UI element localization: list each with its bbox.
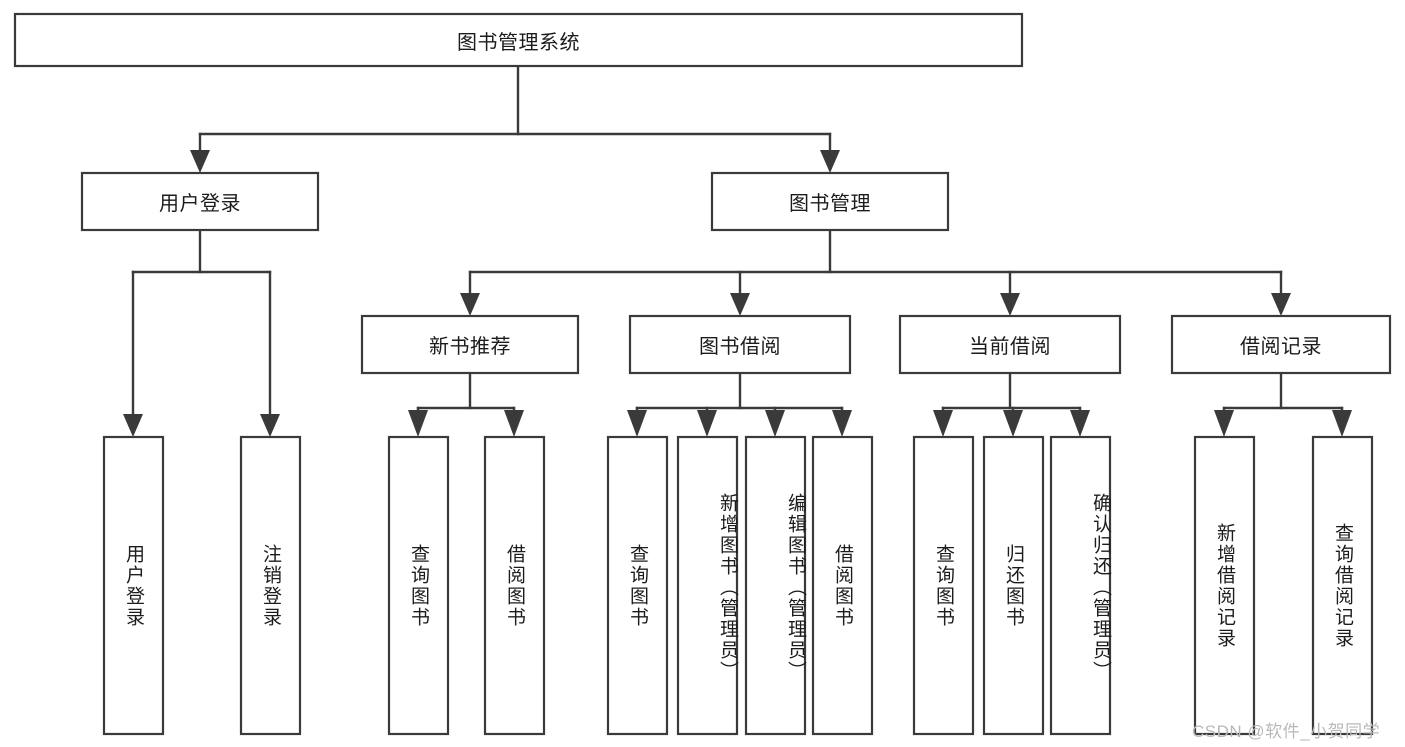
arrow-head-book-manage <box>820 150 840 173</box>
node-box-leaf-nbr-borrow[interactable] <box>483 435 546 736</box>
arrow-head-bb-leaf-3 <box>765 410 785 437</box>
node-box-leaf-br-query[interactable] <box>1311 435 1374 736</box>
arrow-head-cb-leaf-3 <box>1070 410 1090 437</box>
arrow-head-new-book-recommend <box>460 293 480 316</box>
connector-group-new-book-recommend <box>408 371 524 437</box>
node-box-borrow-record[interactable] <box>1170 314 1392 375</box>
arrow-head-nbr-leaf-1 <box>408 410 428 437</box>
connector-group-borrow-record <box>1214 371 1352 437</box>
node-box-book-manage[interactable] <box>710 171 950 232</box>
arrow-head-cb-leaf-2 <box>1003 410 1023 437</box>
arrow-head-user-login <box>190 150 210 173</box>
arrow-head-br-leaf-1 <box>1214 410 1234 437</box>
node-box-leaf-bb-borrow[interactable] <box>811 435 874 736</box>
arrow-head-leaf-user-login <box>123 414 143 437</box>
connector-group-book-borrow <box>627 371 852 437</box>
node-box-leaf-user-login[interactable] <box>102 435 165 736</box>
connector-group-book-manage <box>460 228 1291 316</box>
arrow-head-bb-leaf-2 <box>697 410 717 437</box>
node-box-leaf-nbr-query[interactable] <box>387 435 450 736</box>
arrow-head-borrow-record <box>1271 293 1291 316</box>
node-box-current-borrow[interactable] <box>898 314 1122 375</box>
arrow-head-bb-leaf-4 <box>832 410 852 437</box>
arrow-head-current-borrow <box>1000 293 1020 316</box>
node-box-leaf-cb-confirm[interactable] <box>1049 435 1112 736</box>
node-box-new-book-recommend[interactable] <box>360 314 580 375</box>
connector-group-current-borrow <box>933 371 1090 437</box>
arrow-head-book-borrow <box>730 293 750 316</box>
arrow-head-br-leaf-2 <box>1332 410 1352 437</box>
arrow-head-nbr-leaf-2 <box>504 410 524 437</box>
node-box-root[interactable] <box>13 12 1024 68</box>
connector-group-root <box>190 64 840 173</box>
node-box-leaf-bb-edit[interactable] <box>744 435 807 736</box>
arrow-head-cb-leaf-1 <box>933 410 953 437</box>
node-box-leaf-cb-return[interactable] <box>982 435 1045 736</box>
node-box-leaf-bb-add[interactable] <box>676 435 739 736</box>
node-box-book-borrow[interactable] <box>628 314 852 375</box>
node-box-leaf-cb-query[interactable] <box>912 435 975 736</box>
node-box-user-login[interactable] <box>80 171 320 232</box>
node-box-leaf-br-add[interactable] <box>1193 435 1256 736</box>
connector-group-user-login <box>123 228 280 437</box>
arrow-head-bb-leaf-1 <box>627 410 647 437</box>
node-box-leaf-bb-query[interactable] <box>606 435 669 736</box>
node-box-leaf-logout[interactable] <box>239 435 302 736</box>
arrow-head-leaf-logout <box>260 414 280 437</box>
